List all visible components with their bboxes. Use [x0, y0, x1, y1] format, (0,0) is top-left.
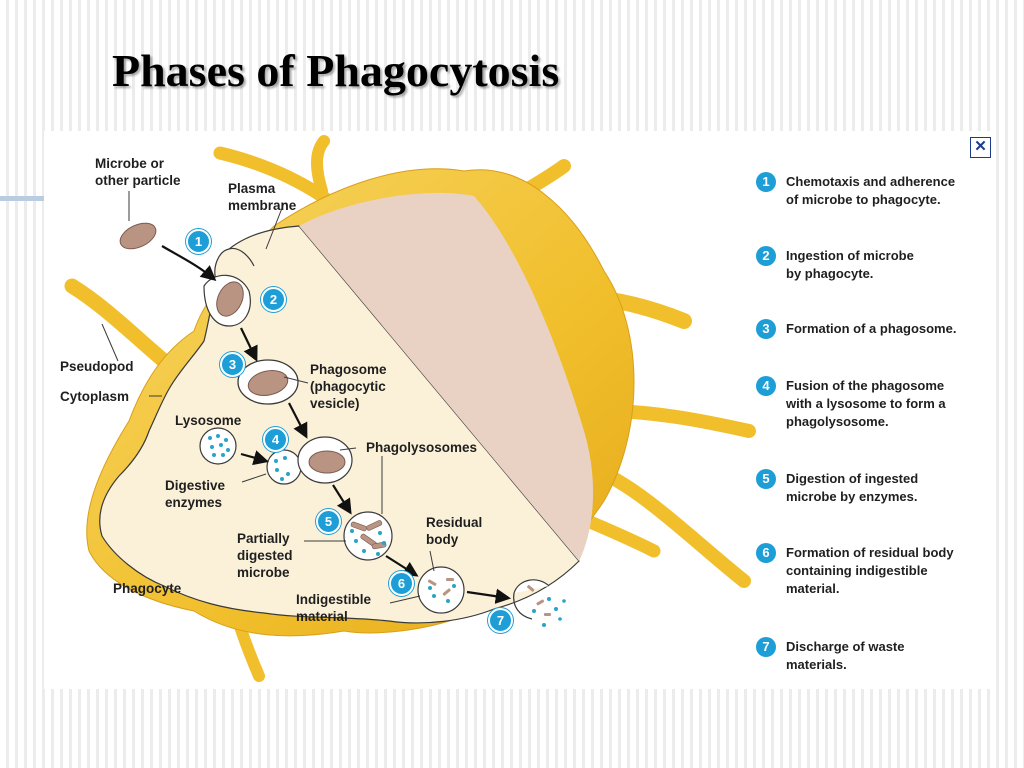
diagram-badge-6: 6 — [389, 571, 414, 596]
close-icon[interactable]: ✕ — [970, 137, 991, 158]
step-badge: 4 — [756, 376, 776, 396]
step-text: Fusion of the phagosome with a lysosome … — [786, 378, 946, 429]
label-lysosome: Lysosome — [175, 413, 242, 428]
membrane-cut — [299, 192, 594, 562]
label-residual-body: Residual body — [426, 515, 483, 547]
label-digestive-enzymes: Digestive enzymes — [165, 478, 226, 510]
microbe — [119, 222, 157, 250]
label-phagocyte: Phagocyte — [113, 581, 182, 596]
step-badge: 1 — [756, 172, 776, 192]
label-phagosome: Phagosome (phagocytic vesicle) — [310, 362, 387, 411]
diagram-badge-7: 7 — [488, 608, 513, 633]
step-text: Digestion of ingested microbe by enzymes… — [786, 471, 919, 504]
step-text: Chemotaxis and adherence of microbe to p… — [786, 174, 956, 207]
diagram-badge-2: 2 — [261, 287, 286, 312]
step-badge: 2 — [756, 246, 776, 266]
step-badge: 7 — [756, 637, 776, 657]
lysosome — [199, 427, 237, 465]
step-text: Formation of residual body containing in… — [786, 545, 954, 596]
phagocytosis-diagram — [64, 135, 756, 682]
label-microbe: Microbe or other particle — [95, 156, 181, 188]
phagolysosome-digestion — [343, 511, 393, 561]
step-text: Formation of a phagosome. — [786, 321, 957, 336]
phagocytosis-figure: Microbe or other particle Plasma membran… — [44, 131, 996, 689]
label-pseudopod: Pseudopod — [60, 359, 134, 374]
cytoplasm-region — [99, 225, 580, 624]
step-badge: 5 — [756, 469, 776, 489]
label-cytoplasm: Cytoplasm — [60, 389, 130, 404]
step-text: Ingestion of microbe by phagocyte. — [786, 248, 914, 281]
label-plasma-membrane: Plasma membrane — [228, 181, 297, 213]
label-indigestible: Indigestible material — [296, 592, 372, 624]
label-phagolysosomes: Phagolysosomes — [366, 440, 478, 455]
diagram-badge-1: 1 — [186, 229, 211, 254]
slide-title: Phases of Phagocytosis — [112, 45, 560, 96]
discharge-opening — [513, 579, 550, 594]
diagram-badge-4: 4 — [263, 427, 288, 452]
step-badge: 6 — [756, 543, 776, 563]
diagram-badge-5: 5 — [316, 509, 341, 534]
accent-bar — [0, 196, 44, 201]
residual-body — [417, 566, 465, 614]
step-text: Discharge of waste materials. — [786, 639, 905, 672]
step-badge: 3 — [756, 319, 776, 339]
label-partially-digested: Partially digested microbe — [237, 531, 293, 580]
diagram-badge-3: 3 — [220, 352, 245, 377]
